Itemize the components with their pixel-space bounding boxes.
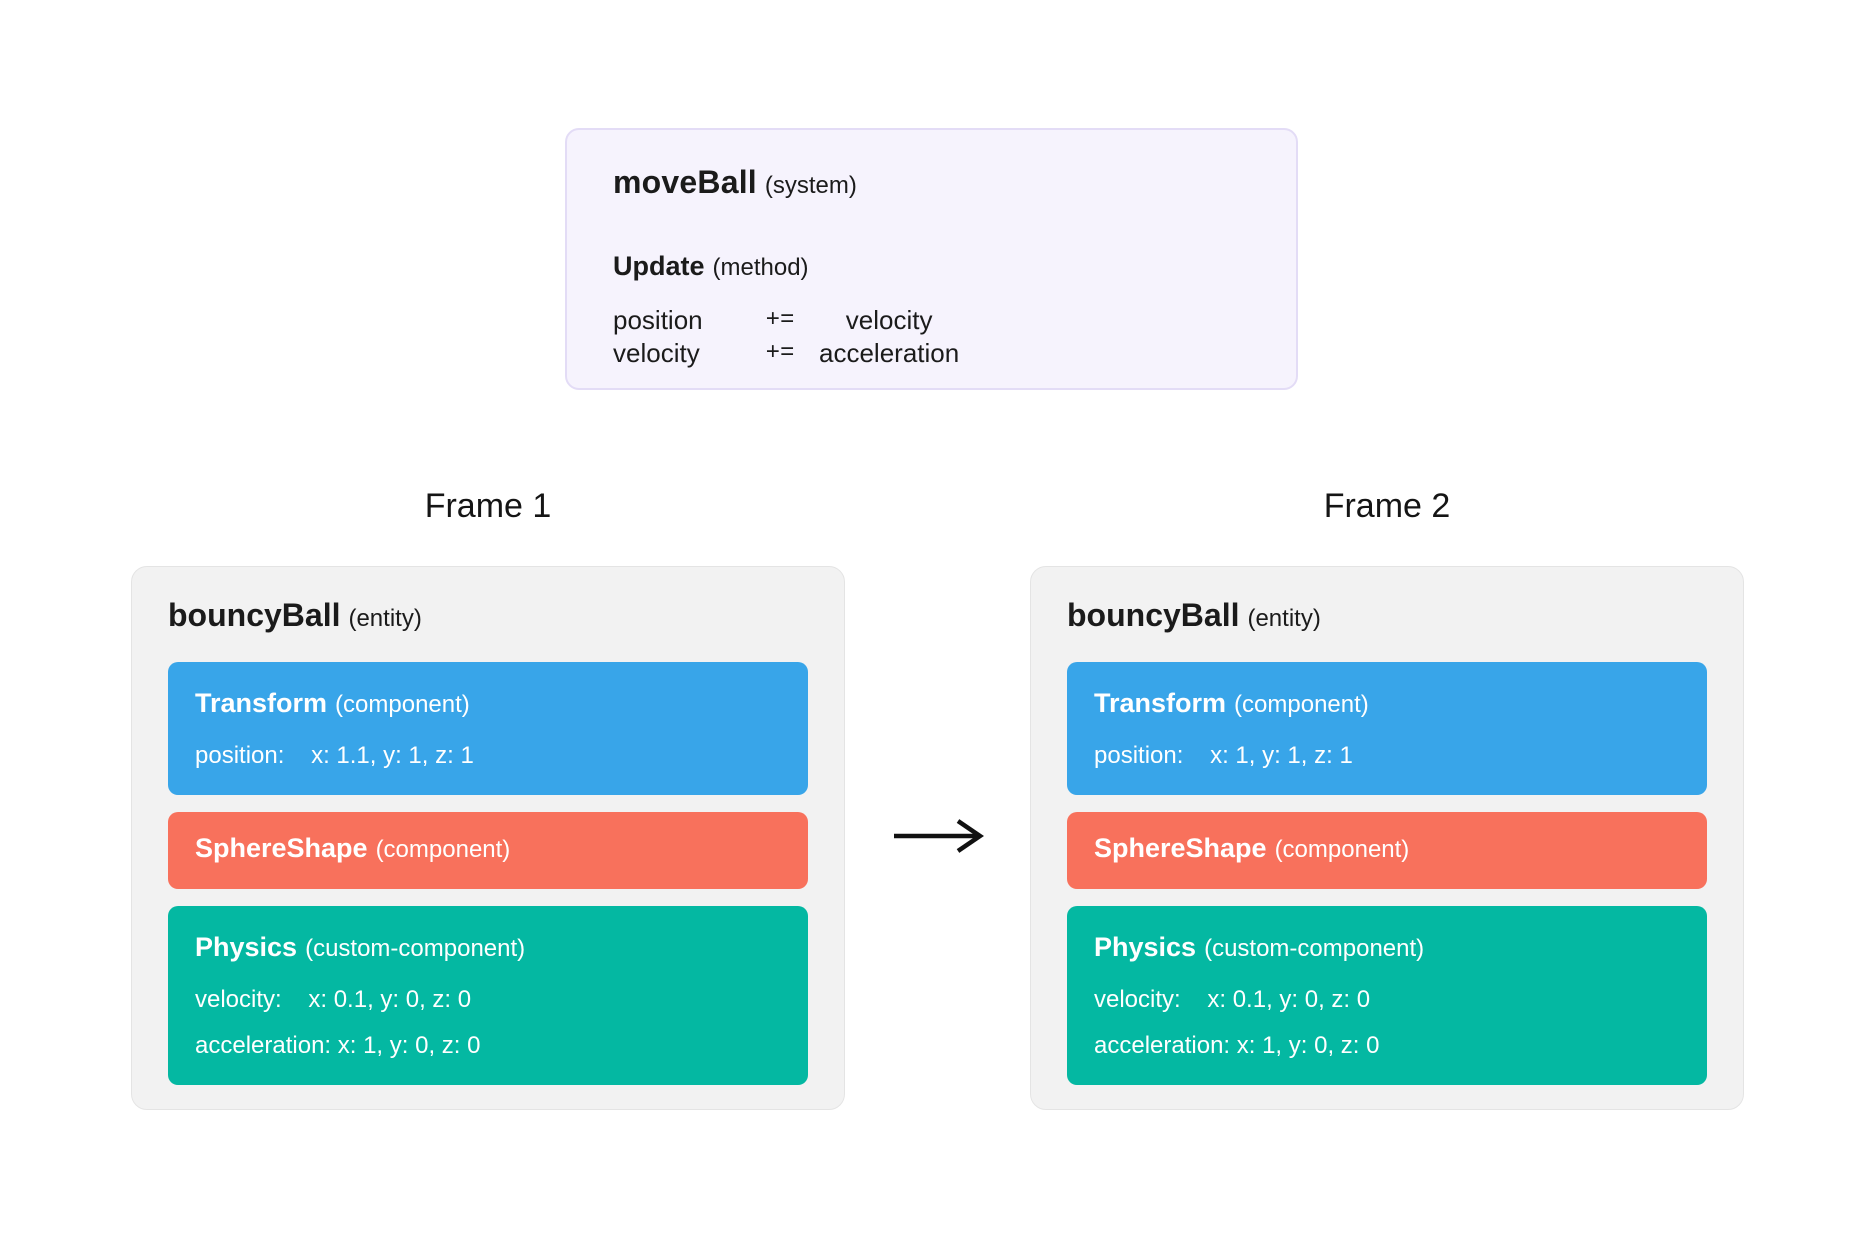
method-title: Update (613, 251, 705, 281)
component-transform: Transform (component) position: x: 1.1, y… (168, 662, 808, 795)
component-property: velocity: x: 0.1, y: 0, z: 0 (195, 986, 472, 1013)
component-tag: (component) (1274, 836, 1410, 863)
method-tag: (method) (712, 254, 809, 281)
code-lhs: position (613, 305, 703, 335)
entity-tag: (entity) (348, 605, 422, 632)
component-tag: (component) (375, 836, 511, 863)
component-tag: (component) (335, 691, 470, 718)
component-tag: (component) (1234, 691, 1369, 718)
method-code-block: position += velocity velocity += acceler… (613, 304, 959, 370)
component-property: position: x: 1.1, y: 1, z: 1 (195, 742, 474, 769)
component-title-row: Transform (component) (1094, 686, 1680, 725)
system-card: moveBall (system) Update (method) position… (565, 128, 1298, 390)
system-title: moveBall (613, 164, 757, 200)
component-title-row: SphereShape (component) (1094, 831, 1680, 870)
component-property: velocity: x: 0.1, y: 0, z: 0 (1094, 986, 1371, 1013)
component-physics: Physics (custom-component) velocity: x: 0… (1067, 906, 1707, 1085)
component-title-row: Physics (custom-component) (1094, 930, 1680, 969)
component-name: Transform (1094, 688, 1227, 718)
system-title-row: moveBall (system) (613, 162, 1250, 209)
component-transform: Transform (component) position: x: 1, y: … (1067, 662, 1707, 795)
code-operator: += (765, 307, 795, 334)
frame-2-label: Frame 2 (1323, 487, 1451, 525)
code-operator: += (765, 340, 795, 367)
component-tag: (custom-component) (1204, 935, 1425, 962)
frame-1-label: Frame 1 (424, 487, 552, 525)
component-tag: (custom-component) (305, 935, 526, 962)
entity-title-row: bouncyBall (entity) (168, 595, 808, 642)
component-title-row: SphereShape (component) (195, 831, 781, 870)
component-name: Transform (195, 688, 328, 718)
entity-tag: (entity) (1247, 605, 1321, 632)
component-property: acceleration: x: 1, y: 0, z: 0 (195, 1032, 481, 1059)
component-sphereshape: SphereShape (component) (1067, 812, 1707, 889)
system-tag: (system) (764, 172, 857, 199)
component-title-row: Physics (custom-component) (195, 930, 781, 969)
entity-name: bouncyBall (1067, 597, 1240, 633)
entity-name: bouncyBall (168, 597, 341, 633)
entity-card-frame-1: bouncyBall (entity) Transform (component) … (131, 566, 845, 1110)
component-physics: Physics (custom-component) velocity: x: 0… (168, 906, 808, 1085)
component-title-row: Transform (component) (195, 686, 781, 725)
code-rhs: acceleration (819, 338, 960, 368)
component-property: position: x: 1, y: 1, z: 1 (1094, 742, 1353, 769)
method-title-row: Update (method) (613, 249, 1250, 288)
code-rhs: velocity (845, 305, 933, 335)
entity-title-row: bouncyBall (entity) (1067, 595, 1707, 642)
code-lhs: velocity (613, 338, 700, 368)
component-name: Physics (195, 932, 298, 962)
component-name: SphereShape (195, 833, 368, 863)
component-property: acceleration: x: 1, y: 0, z: 0 (1094, 1032, 1380, 1059)
component-sphereshape: SphereShape (component) (168, 812, 808, 889)
entity-card-frame-2: bouncyBall (entity) Transform (component) … (1030, 566, 1744, 1110)
component-name: SphereShape (1094, 833, 1267, 863)
arrow-icon (890, 816, 990, 856)
component-name: Physics (1094, 932, 1197, 962)
